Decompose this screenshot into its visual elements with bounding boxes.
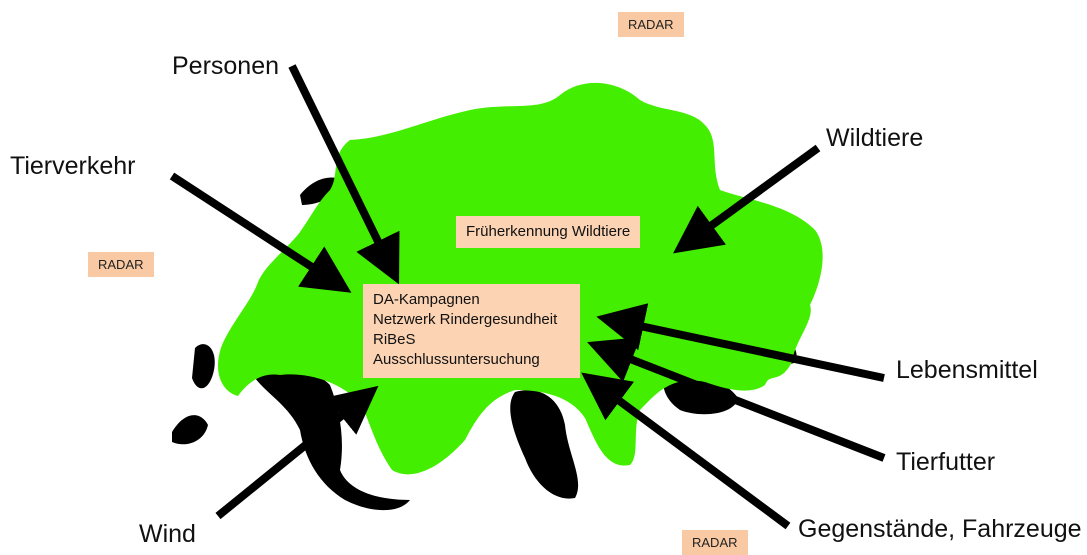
arrows: [169, 64, 886, 530]
label-lebensmittel: Lebensmittel: [896, 356, 1038, 384]
radar-tag-left: RADAR: [88, 252, 154, 277]
program-ribes: RiBeS: [373, 331, 416, 348]
early-detection-text: Früherkennung Wildtiere: [466, 223, 631, 240]
label-gegenstaende: Gegenstände, Fahrzeuge: [798, 515, 1082, 543]
label-wildtiere: Wildtiere: [826, 124, 924, 152]
arrow-personen: [288, 64, 400, 285]
programs-box: DA-Kampagnen Netzwerk Rindergesundheit R…: [363, 284, 580, 378]
label-wind: Wind: [139, 520, 196, 548]
lakes-outline: [172, 177, 797, 511]
arrow-gegenstaende: [581, 372, 791, 530]
early-detection-box: Früherkennung Wildtiere: [456, 216, 641, 248]
program-ausschlussuntersuchung: Ausschlussuntersuchung: [373, 351, 540, 368]
radar-tag-top: RADAR: [618, 12, 684, 37]
program-da-kampagnen: DA-Kampagnen: [373, 291, 480, 308]
label-personen: Personen: [172, 52, 280, 80]
program-netzwerk-rindergesundheit: Netzwerk Rindergesundheit: [373, 311, 558, 328]
label-tierverkehr: Tierverkehr: [10, 152, 136, 180]
arrow-tierverkehr: [169, 172, 352, 293]
arrow-lebensmittel: [596, 303, 885, 382]
arrow-wildtiere: [673, 144, 821, 254]
arrow-wind: [215, 385, 379, 520]
label-tierfutter: Tierfutter: [896, 448, 996, 476]
radar-tag-bottom: RADAR: [682, 530, 748, 555]
arrow-tierfutter: [587, 337, 886, 462]
